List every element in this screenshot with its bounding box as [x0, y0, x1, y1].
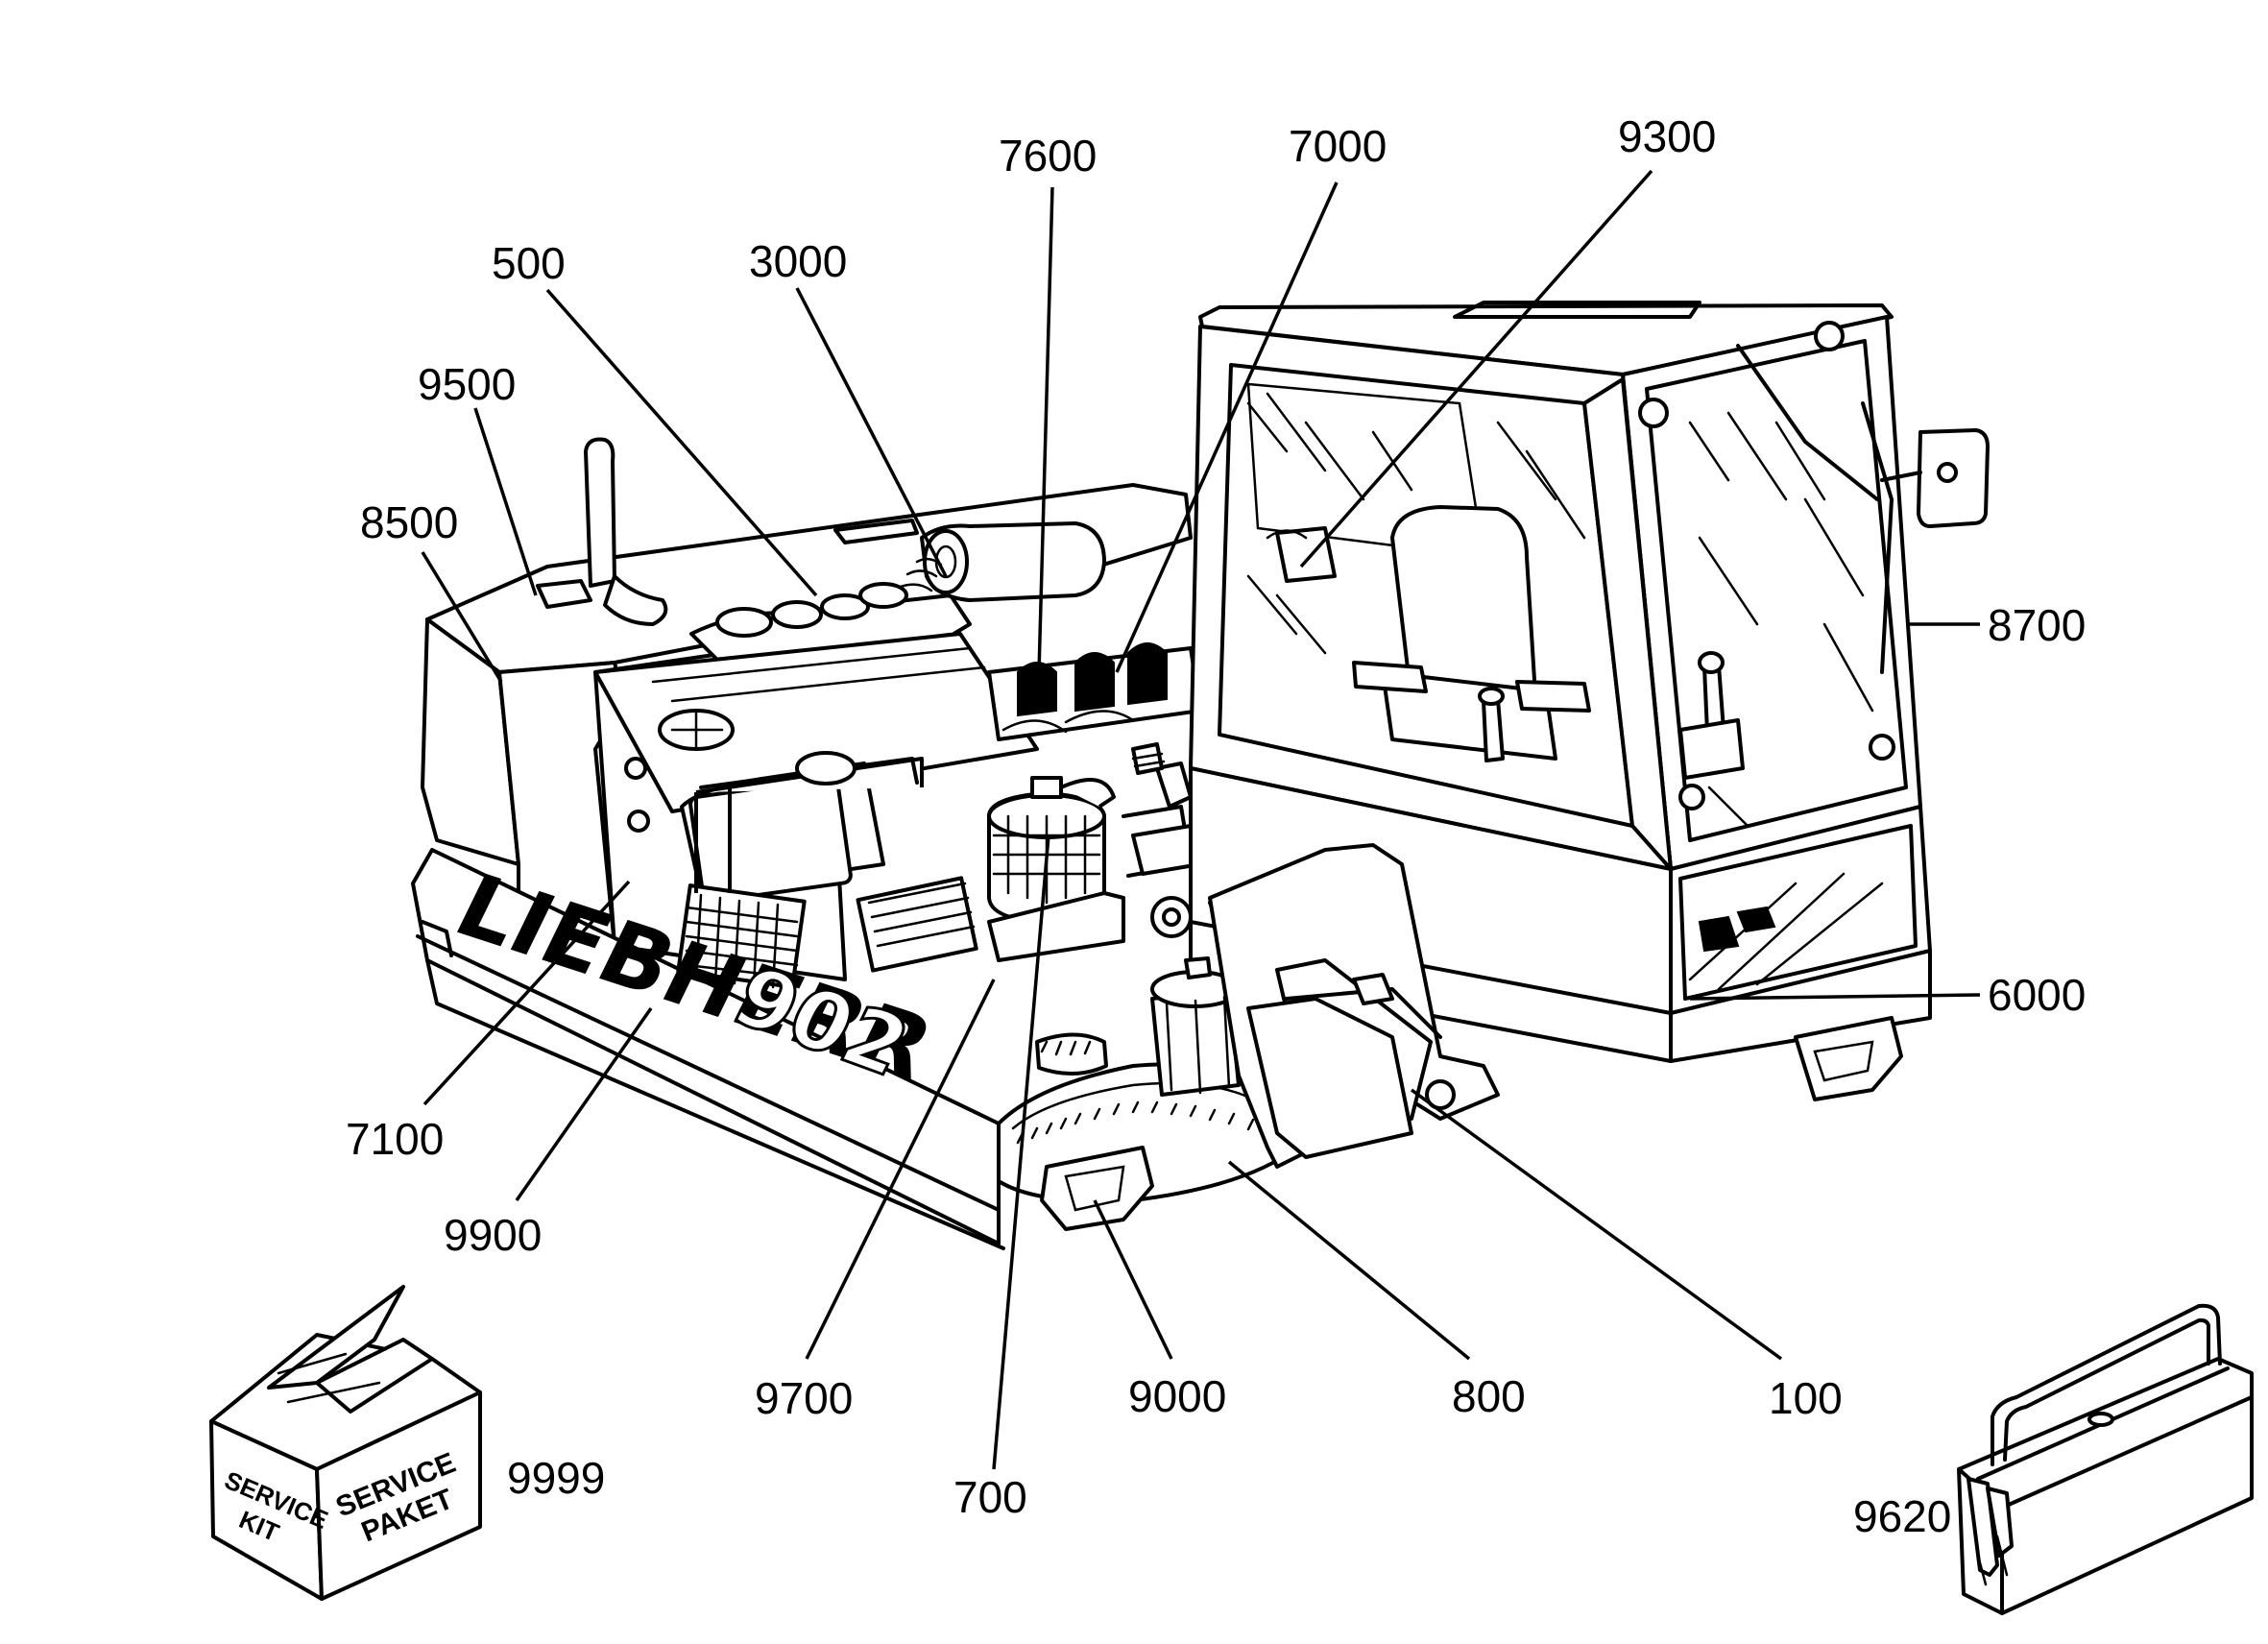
glass-hatching	[1246, 392, 1874, 828]
leader-9000	[1093, 1199, 1173, 1360]
callout-8700: 8700	[1988, 600, 2086, 650]
callout-500: 500	[492, 238, 566, 288]
callout-9000: 9000	[1128, 1371, 1226, 1421]
callout-7100: 7100	[346, 1114, 444, 1164]
excavator-illustration: LIEBHERR 902	[411, 301, 1990, 1250]
leader-700	[992, 834, 1050, 1470]
leader-9900	[515, 1006, 653, 1202]
callout-9300: 9300	[1618, 111, 1716, 161]
callout-labels: 7600 7000 9300 500 3000 9500 8500 8700 6…	[346, 111, 2086, 1541]
leader-500	[545, 288, 818, 597]
callout-6000: 6000	[1988, 970, 2086, 1020]
valve-bank	[987, 642, 1202, 741]
leader-8500	[421, 551, 503, 683]
boom-foot	[1040, 843, 1500, 1231]
callout-9999: 9999	[507, 1453, 605, 1503]
callout-7600: 7600	[999, 131, 1097, 181]
callout-800: 800	[1452, 1371, 1526, 1421]
callout-3000: 3000	[749, 236, 847, 286]
leader-9700	[805, 979, 996, 1360]
service-kit-box: SERVICE KIT SERVICE PAKET	[209, 1285, 482, 1601]
leader-9300	[1299, 169, 1653, 568]
cooler-grille	[676, 883, 807, 989]
toolbox	[1957, 1303, 2254, 1615]
leader-7000	[1115, 181, 1339, 673]
callout-100: 100	[1769, 1373, 1843, 1423]
callout-9620: 9620	[1853, 1491, 1951, 1541]
leader-7600	[1037, 186, 1054, 673]
leader-100	[1410, 1088, 1783, 1361]
callout-9700: 9700	[755, 1373, 853, 1423]
leader-6000	[1689, 993, 1981, 1001]
callout-8500: 8500	[360, 497, 458, 547]
leader-800	[1227, 1160, 1471, 1361]
callout-9900: 9900	[444, 1210, 542, 1260]
leader-7100	[422, 880, 631, 1106]
callout-7000: 7000	[1289, 121, 1387, 171]
engine-compartment	[593, 521, 1106, 989]
leader-9500	[473, 407, 538, 596]
callout-700: 700	[953, 1472, 1027, 1522]
operator-cab	[1189, 301, 1990, 1101]
exhaust-stack	[584, 437, 668, 626]
leader-lines	[421, 169, 1981, 1470]
leader-3000	[795, 287, 948, 577]
callout-9500: 9500	[418, 359, 516, 409]
